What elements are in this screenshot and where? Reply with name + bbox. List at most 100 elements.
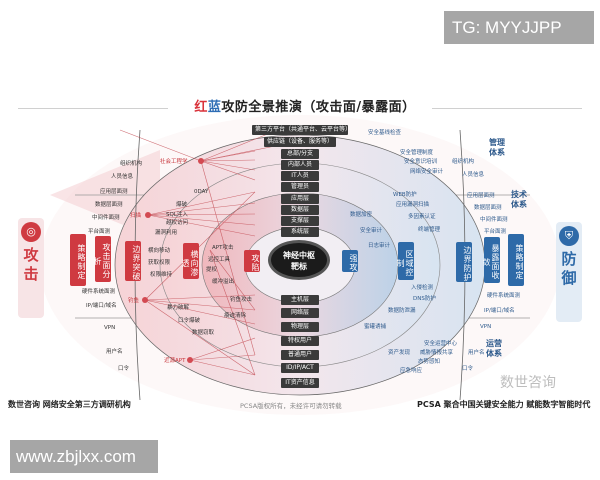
right-label: 用户名 [468,350,485,356]
right-label: 应用层面测 [467,193,495,199]
dark-box: 主机层 [281,295,319,305]
defense-label: 威胁情报共享 [420,350,454,356]
red-box-lateral: 横向渗透 [181,243,199,279]
red-box-strategy: 策略制定 [70,234,86,286]
left-label: 人员信息 [111,174,134,180]
left-label: 硬件系统面测 [82,289,116,295]
attack-label: 缓冲溢出 [212,279,235,285]
right-label: 中间件面测 [480,217,508,223]
attack-label: SQL注入 [166,212,188,218]
right-label: IP/端口/域名 [484,308,515,314]
dark-box: 系统层 [281,227,319,237]
defense-label: 安全运营中心 [424,341,458,347]
defense-label: 安全审计 [360,228,383,234]
attack-label: 口令爆破 [178,318,201,324]
attack-label: APT攻击 [212,245,234,251]
blue-box-boundary: 边界防护 [456,242,472,282]
left-label: VPN [104,325,116,331]
red-box-capture: 攻陷 [244,250,260,272]
attack-label: 横向移动 [148,248,171,254]
brand-logo: 数世咨询 [500,375,556,391]
defense-label: 终端管理 [418,227,441,233]
footer-left: 数世咨询 网络安全第三方调研机构 [8,400,131,409]
attack-node-label: 钓鱼 [128,298,140,304]
defense-label: 多因素认证 [408,214,436,220]
attack-label: 暴力破解 [167,305,190,311]
left-label: 数据层面测 [95,202,123,208]
defense-label: 态势感知 [418,359,441,365]
attack-label: 漏洞利用 [155,230,178,236]
dark-box: 供应链（设备、服务等） [264,137,336,147]
attack-panel: ◎ 攻击 [18,218,44,318]
defense-label: 入侵检测 [411,285,434,291]
shield-icon: ⛨ [559,226,579,246]
title-blue: 蓝 [207,100,222,115]
left-label: 平台面测 [88,229,111,235]
defense-label: 应用漏洞扫描 [396,202,430,208]
right-label: 人员信息 [462,172,485,178]
defense-label: 数据防泄漏 [388,308,416,314]
dark-box: IT人员 [281,171,319,181]
attack-label: 攻击 [23,246,39,283]
target-icon: ◎ [21,222,41,242]
defense-label: WEB防护 [393,192,417,198]
defense-panel: ⛨ 防御 [556,222,582,322]
attack-node-label: 扫描 [130,213,142,219]
title-divider-right [432,108,582,109]
dark-box: 第三方平台（共通平台、云平台等） [252,125,351,135]
right-label: 数据层面测 [474,205,502,211]
blue-box-exposure: 暴露面收敛 [482,237,500,283]
dark-box: ID/IP/ACT [281,363,319,373]
title-red: 红 [194,100,208,115]
defense-label: 安全基线检查 [368,130,402,136]
attack-node-phish [142,297,148,303]
attack-label: 钓鱼攻击 [230,297,253,303]
attack-node-apt [187,357,193,363]
attack-label: 提权 [206,267,218,273]
left-label: 用户名 [106,349,123,355]
attack-node-label: 社会工程学 [160,159,188,165]
blue-box-assault: 强攻 [342,250,358,272]
right-label: VPN [480,324,492,330]
attack-label: 远控工具 [208,257,231,263]
attack-label: 痕迹清除 [224,313,247,319]
dark-box: 总部/分支 [281,149,319,159]
right-label: 硬件系统面测 [487,293,521,299]
title-divider-left [18,108,168,109]
defense-label: 数据加密 [350,212,373,218]
right-label: 组织机构 [452,159,475,165]
red-box-surface-analysis: 攻击面分析 [93,236,111,282]
system-management: 管理体系 [489,138,505,157]
dark-box: 管理员 [281,182,319,192]
center-line2: 靶标 [291,262,307,271]
attack-node-social [198,158,204,164]
right-label: 平台面测 [484,229,507,235]
page-title: 红蓝攻防全景推演（攻击面/暴露面） [175,96,435,115]
footer-center: PCSA版权所有，未经许可请勿转载 [240,402,342,410]
left-label: 中间件面测 [92,215,120,221]
defense-label: DNS防护 [413,296,436,302]
center-line1: 神经中枢 [283,251,315,260]
attack-label: 数据窃取 [192,330,215,336]
dark-box: 数据层 [281,205,319,215]
watermark-top: TG: MYYJJPP [444,11,594,44]
dark-box: 特权用户 [281,336,319,346]
right-label: 口令 [462,366,474,372]
dark-box: 支撑层 [281,216,319,226]
defense-label: 应急响应 [400,368,423,374]
center-target: 神经中枢 靶标 [268,240,330,280]
defense-label: 安全意识培训 [404,159,438,165]
dark-box: IT资产信息 [281,378,319,388]
system-technology: 技术体系 [511,190,527,209]
left-label: 口令 [118,366,130,372]
system-operations: 运营体系 [486,339,502,358]
watermark-bottom: www.zbjlxx.com [10,440,158,473]
dark-box: 内部人员 [281,160,319,170]
title-rest: 攻防全景推演（攻击面/暴露面） [221,100,416,115]
red-box-breach: 边界突破 [125,241,141,281]
attack-label: 爆破 [176,202,188,208]
footer-right: PCSA 聚合中国关键安全能力 赋能数字智能时代 [417,400,591,409]
blue-box-strategy: 策略制定 [508,234,524,286]
defense-label: 资产发现 [388,350,411,356]
